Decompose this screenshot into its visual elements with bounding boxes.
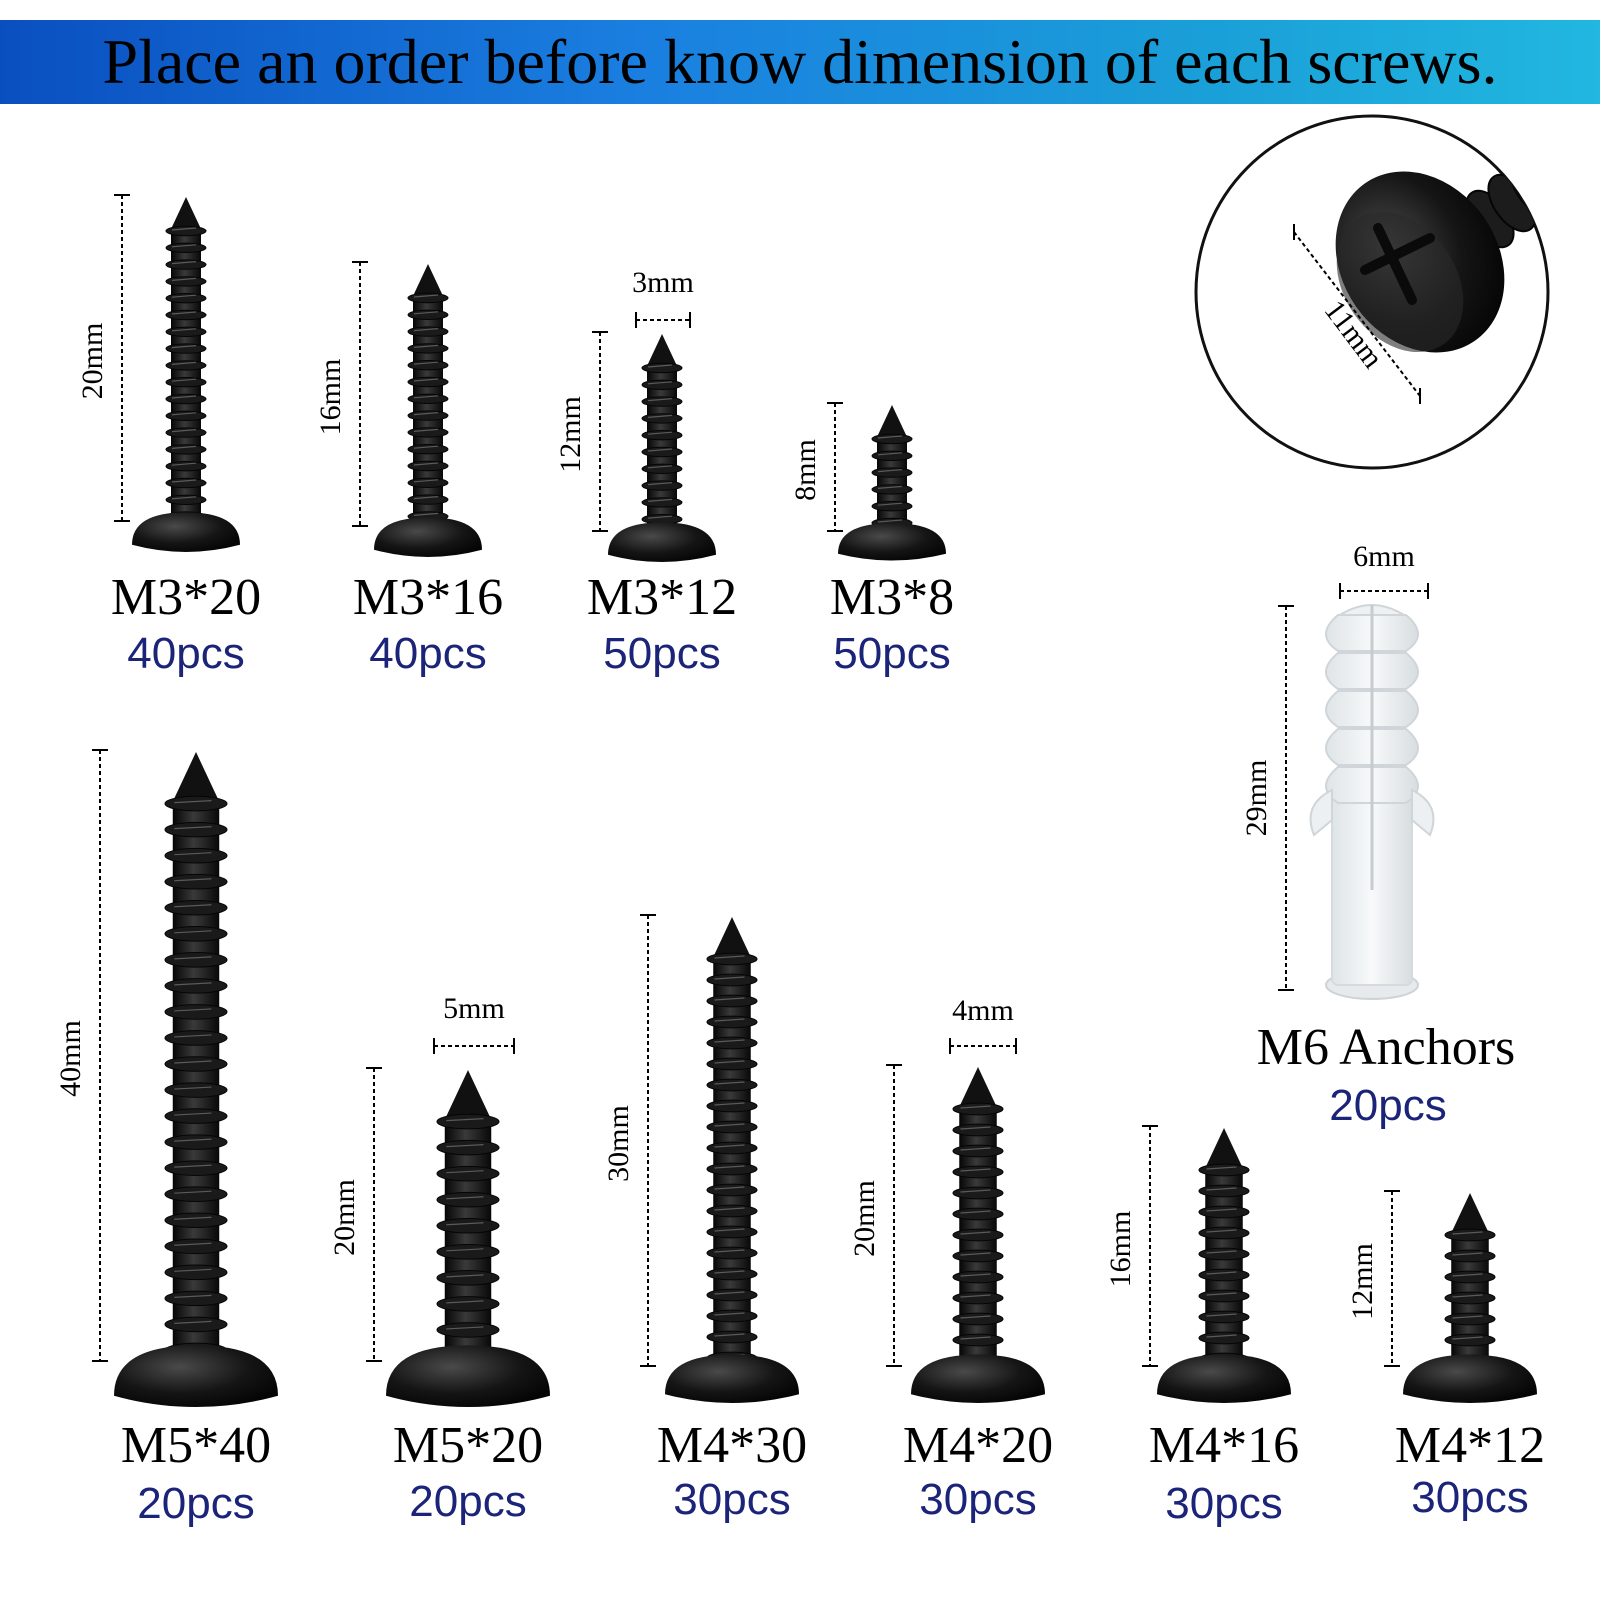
screw-m3-20 [132, 197, 240, 552]
diameter-dimension-m3-12 [635, 312, 691, 328]
length-label-m4-30: 30mm [602, 1105, 635, 1182]
screw-quantity-label: 20pcs [409, 1477, 527, 1526]
anchor-length-label: 29mm [1240, 760, 1273, 837]
screw-size-label: M5*40 [120, 1417, 272, 1474]
length-dimension-m3-12 [592, 331, 608, 532]
length-dimension-m4-12 [1384, 1190, 1400, 1367]
diameter-dimension-m5-20 [433, 1038, 515, 1054]
length-label-m4-12: 12mm [1346, 1243, 1379, 1320]
wall-anchor [1309, 604, 1435, 1000]
screw-m4-30 [665, 917, 799, 1403]
screw-size-label: M4*20 [902, 1417, 1054, 1474]
screw-quantity-label: 20pcs [137, 1479, 255, 1528]
diameter-label-m5-20: 5mm [443, 992, 505, 1025]
screw-quantity-label: 30pcs [1165, 1479, 1283, 1528]
anchor-label: M6 Anchors [1256, 1019, 1516, 1076]
length-dimension-m5-20 [366, 1067, 382, 1362]
screw-m4-12 [1403, 1193, 1537, 1403]
anchor-length-dimension [1278, 605, 1294, 991]
screw-m3-16 [374, 264, 482, 557]
length-label-m3-16: 16mm [314, 359, 347, 436]
length-dimension-m3-8 [827, 402, 843, 532]
screw-size-label: M4*12 [1394, 1417, 1546, 1474]
screw-m3-8 [838, 405, 946, 561]
anchor-diameter-dimension [1339, 583, 1429, 599]
length-label-m3-8: 8mm [789, 439, 822, 501]
diameter-label-m3-12: 3mm [632, 266, 694, 299]
screw-head-detail: 11mm [1194, 114, 1550, 470]
length-label-m5-40: 40mm [54, 1020, 87, 1097]
diameter-dimension-m4-20 [949, 1038, 1017, 1054]
length-label-m4-20: 20mm [848, 1180, 881, 1257]
screw-size-label: M3*12 [586, 569, 738, 626]
length-label-m4-16: 16mm [1104, 1211, 1137, 1288]
length-dimension-m3-20 [114, 194, 130, 522]
screw-size-label: M3*16 [352, 569, 504, 626]
anchor-quantity-label: 20pcs [1329, 1081, 1447, 1130]
length-dimension-m4-20 [886, 1064, 902, 1367]
screw-m4-16 [1157, 1128, 1291, 1403]
screw-size-label: M3*20 [110, 569, 262, 626]
screw-quantity-label: 30pcs [919, 1475, 1037, 1524]
screw-size-label: M5*20 [392, 1417, 544, 1474]
screw-m5-20 [386, 1070, 550, 1407]
length-label-m3-12: 12mm [554, 396, 587, 473]
screw-m5-40 [114, 752, 278, 1407]
length-dimension-m3-16 [352, 261, 368, 527]
length-label-m5-20: 20mm [328, 1179, 361, 1256]
screw-size-label: M4*16 [1148, 1417, 1300, 1474]
title-banner: Place an order before know dimension of … [0, 20, 1600, 104]
diameter-label-m4-20: 4mm [952, 994, 1014, 1027]
screw-quantity-label: 30pcs [1411, 1473, 1529, 1522]
screw-m3-12 [608, 334, 716, 562]
screw-m4-20 [911, 1067, 1045, 1403]
anchor-diameter-label: 6mm [1353, 540, 1415, 573]
screw-quantity-label: 40pcs [127, 629, 245, 678]
head-diameter-dimension [1293, 224, 1421, 404]
screw-quantity-label: 50pcs [833, 629, 951, 678]
screw-quantity-label: 30pcs [673, 1475, 791, 1524]
length-dimension-m4-30 [640, 914, 656, 1367]
length-dimension-m5-40 [92, 749, 108, 1362]
screw-quantity-label: 40pcs [369, 629, 487, 678]
length-label-m3-20: 20mm [76, 323, 109, 400]
screw-size-label: M3*8 [829, 569, 955, 626]
screw-quantity-label: 50pcs [603, 629, 721, 678]
screw-size-label: M4*30 [656, 1417, 808, 1474]
length-dimension-m4-16 [1142, 1125, 1158, 1367]
banner-title: Place an order before know dimension of … [102, 26, 1498, 97]
